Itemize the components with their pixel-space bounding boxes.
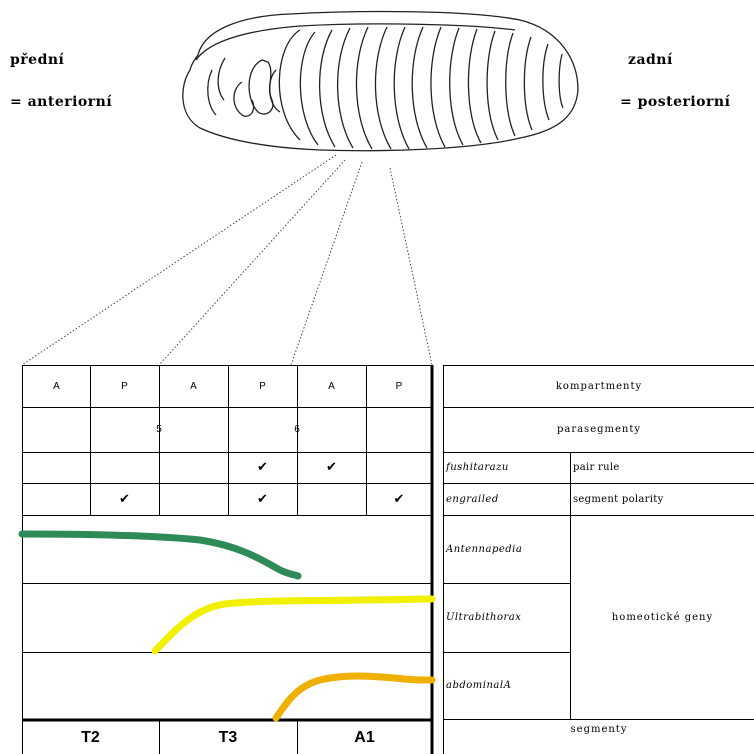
parasegment-cell: 5 [90, 407, 228, 452]
check-mark: ✔ [90, 483, 159, 515]
ultrabithorax-gene: Ultrabithorax [444, 583, 570, 652]
segments-label: segmenty [444, 720, 754, 749]
compartment-cell: P [228, 365, 297, 407]
compartment-cell: A [159, 365, 228, 407]
homeotic-genes-label: homeotické geny [571, 515, 754, 719]
segment-polarity-label: segment polarity [571, 483, 754, 515]
check-mark: ✔ [228, 452, 297, 483]
antennapedia-gene: Antennapedia [444, 515, 570, 583]
abdominal-a-curve [276, 676, 432, 718]
compartment-cell: P [366, 365, 432, 407]
antennapedia-curve [22, 534, 298, 576]
segment-label: T3 [159, 721, 297, 754]
fushitarazu-gene: fushitarazu [444, 452, 570, 483]
compartment-cell: A [297, 365, 366, 407]
segment-label: T2 [22, 721, 159, 754]
parasegments-label: parasegmenty [444, 407, 754, 452]
compartments-label: kompartmenty [444, 365, 754, 407]
abdominal-a-gene: abdominalA [444, 652, 570, 719]
pair-rule-label: pair rule [571, 452, 754, 483]
compartment-cell: A [22, 365, 91, 407]
check-mark: ✔ [228, 483, 297, 515]
ultrabithorax-curve [155, 599, 432, 651]
segment-label: A1 [297, 721, 432, 754]
check-mark: ✔ [366, 483, 432, 515]
parasegment-cell: 6 [228, 407, 366, 452]
check-mark: ✔ [297, 452, 366, 483]
engrailed-gene: engrailed [444, 483, 570, 515]
compartment-cell: P [90, 365, 159, 407]
